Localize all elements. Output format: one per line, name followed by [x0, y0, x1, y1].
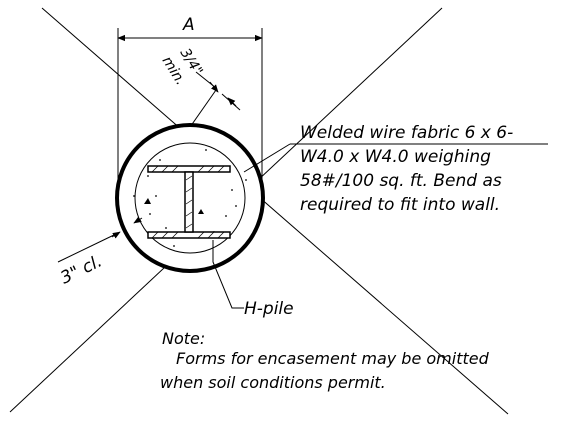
- wire-fabric-ring: [134, 142, 246, 254]
- callout-wire-fabric-line3: 58#/100 sq. ft. Bend as: [300, 171, 502, 191]
- diagonal-line-left: [41, 7, 509, 415]
- note-line-1: Forms for encasement may be omitted: [176, 349, 490, 368]
- wire-fabric-callout: Welded wire fabric 6 x 6- W4.0 x W4.0 we…: [243, 123, 548, 215]
- note-line-2: when soil conditions permit.: [160, 373, 386, 392]
- h-pile-callout: H-pile: [212, 240, 294, 319]
- callout-wire-fabric-line2: W4.0 x W4.0 weighing: [300, 147, 491, 167]
- note-block: Note: Forms for encasement may be omitte…: [160, 329, 490, 392]
- callout-wire-fabric-line4: required to fit into wall.: [300, 195, 500, 215]
- clear-cover-label: 3" cl.: [57, 251, 105, 288]
- note-heading: Note:: [162, 329, 205, 348]
- concrete-stipple: [133, 149, 247, 247]
- dimension-a: A: [117, 15, 263, 182]
- callout-h-pile: H-pile: [244, 299, 294, 319]
- dimension-a-label: A: [182, 15, 195, 35]
- callout-wire-fabric-line1: Welded wire fabric 6 x 6-: [300, 123, 513, 143]
- h-pile-section: [147, 165, 231, 239]
